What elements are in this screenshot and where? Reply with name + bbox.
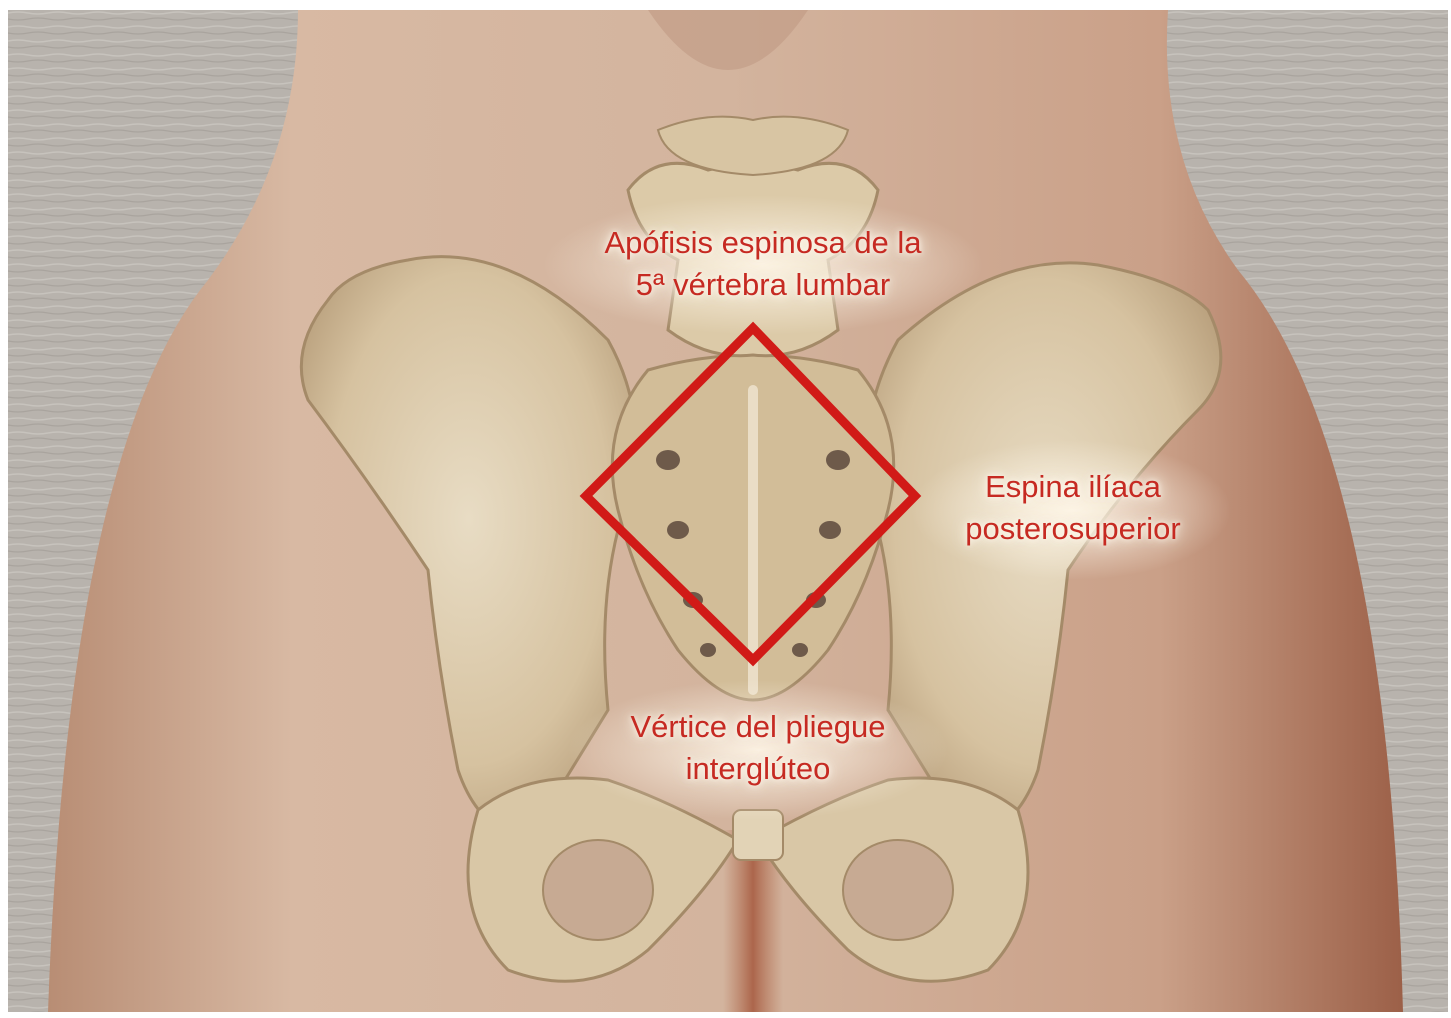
anatomy-illustration: Apófisis espinosa de la 5ª vértebra lumb…	[8, 10, 1448, 1012]
label-iliac-spine: Espina ilíaca posterosuperior	[928, 466, 1218, 550]
label-intergluteal-fold-line1: Vértice del pliegue	[568, 706, 948, 748]
label-intergluteal-fold-line2: interglúteo	[568, 748, 948, 790]
label-iliac-spine-line1: Espina ilíaca	[928, 466, 1218, 508]
label-spinous-process-line1: Apófisis espinosa de la	[553, 222, 973, 264]
right-obturator-foramen	[843, 840, 953, 940]
pelvis-illustration	[8, 10, 1448, 1012]
label-intergluteal-fold: Vértice del pliegue interglúteo	[568, 706, 948, 790]
label-spinous-process-line2: 5ª vértebra lumbar	[553, 264, 973, 306]
label-spinous-process: Apófisis espinosa de la 5ª vértebra lumb…	[553, 222, 973, 306]
left-obturator-foramen	[543, 840, 653, 940]
label-iliac-spine-line2: posterosuperior	[928, 508, 1218, 550]
